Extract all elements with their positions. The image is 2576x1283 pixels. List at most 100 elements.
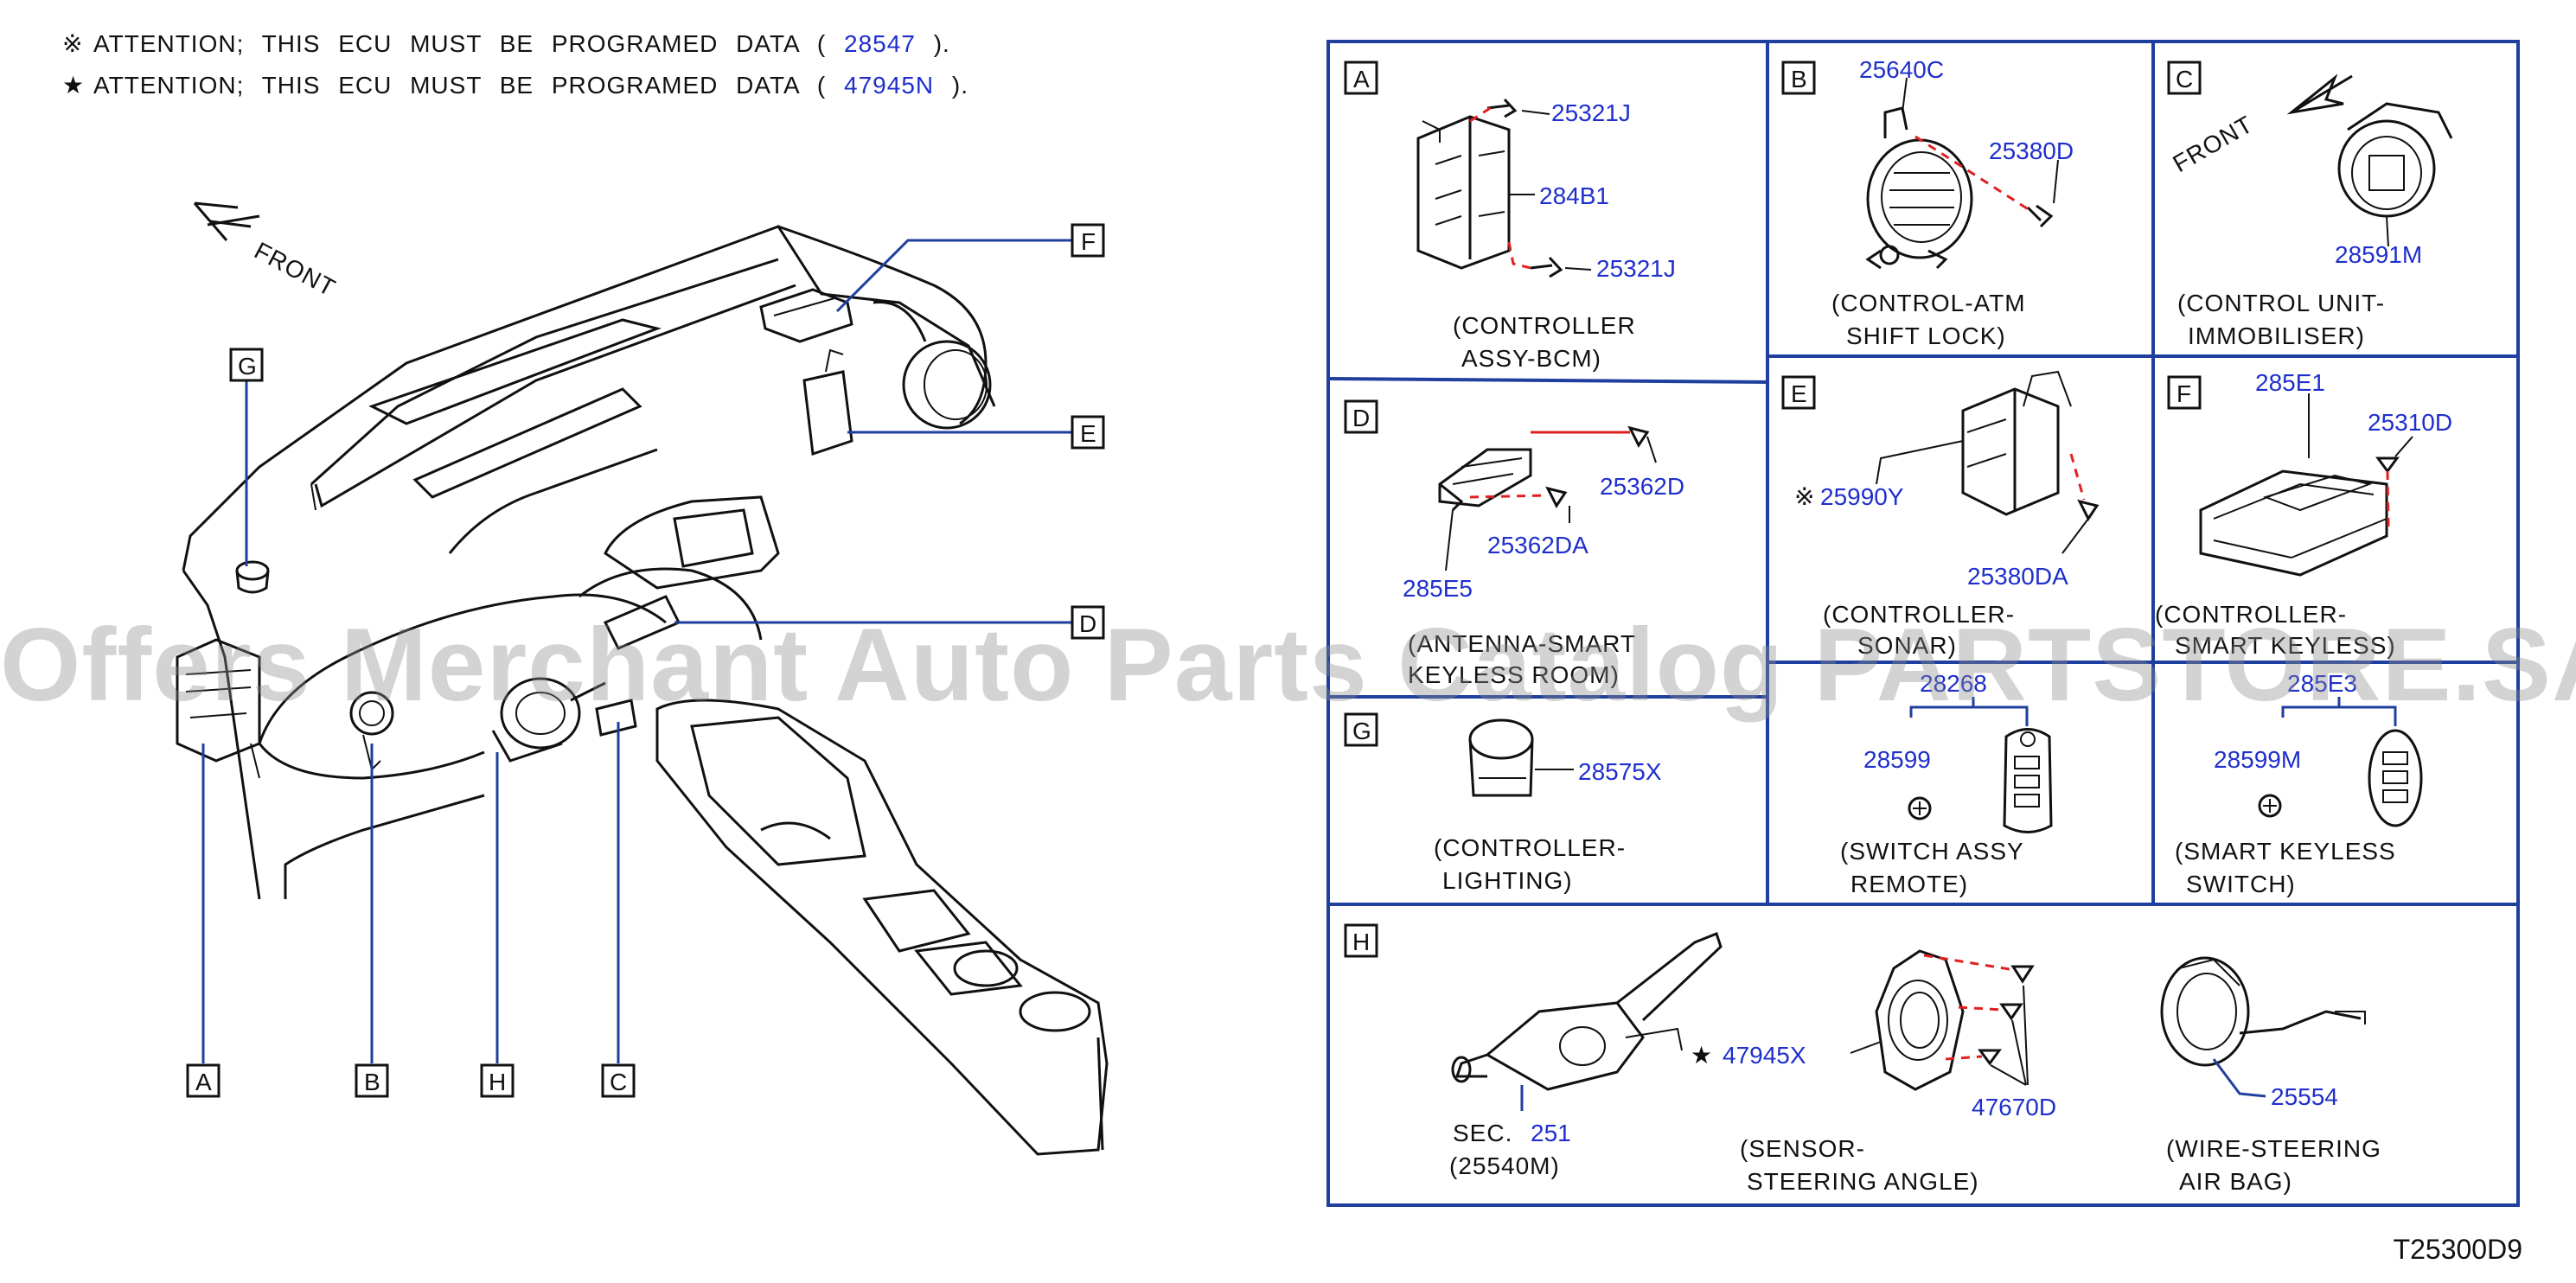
- screw-icon: [1999, 1003, 2023, 1021]
- panel-remote-switch: 28268 28599 (SWITCH ASSY REMOTE): [1840, 670, 2053, 897]
- part-47945x[interactable]: 47945X: [1723, 1042, 1806, 1069]
- part-285e1[interactable]: 285E1: [2255, 369, 2325, 396]
- svg-text:KEYLESS ROOM): KEYLESS ROOM): [1408, 661, 1620, 688]
- panel-smart-key-switch: 285E3 28599M (SMART KEYLESS SWITCH): [2175, 670, 2423, 897]
- screw-icon: [2010, 965, 2035, 984]
- panel-d: D 25362D 25362DA 285E5 (ANTENNA-SMART KE…: [1344, 399, 1684, 688]
- callout-h[interactable]: H: [480, 1063, 515, 1098]
- svg-text:F: F: [1081, 228, 1096, 255]
- part-28268[interactable]: 28268: [1920, 670, 1987, 697]
- callout-e[interactable]: E: [1071, 415, 1105, 450]
- svg-text:(CONTROL-ATM: (CONTROL-ATM: [1831, 290, 2026, 316]
- svg-text:LIGHTING): LIGHTING): [1442, 867, 1573, 894]
- callout-f[interactable]: F: [1071, 223, 1105, 258]
- part-25310d[interactable]: 25310D: [2368, 409, 2452, 436]
- part-25321j-top[interactable]: 25321J: [1551, 99, 1631, 126]
- lighting-controller-icon: [1468, 718, 1534, 797]
- antenna-smart-keyless-icon: [1438, 448, 1532, 512]
- svg-text:B: B: [1791, 66, 1807, 93]
- svg-text:(CONTROLLER-: (CONTROLLER-: [2155, 601, 2347, 628]
- svg-text:B: B: [364, 1069, 380, 1095]
- svg-text:(ANTENNA-SMART: (ANTENNA-SMART: [1408, 630, 1636, 657]
- front-label: FRONT: [250, 237, 340, 302]
- shift-lock-controller-icon: [1865, 106, 1973, 270]
- svg-text:SEC.: SEC.: [1453, 1120, 1512, 1146]
- panel-a-label-box: [1344, 61, 1378, 95]
- svg-text:F: F: [2176, 380, 2191, 407]
- spiral-cable-icon: [2160, 956, 2366, 1067]
- note-bcm-code[interactable]: 28547: [844, 30, 916, 57]
- screw-icon: [1978, 1049, 2002, 1066]
- smart-keyless-controller-unit-icon: [2199, 469, 2388, 577]
- svg-text:IMMOBILISER): IMMOBILISER): [2188, 322, 2365, 349]
- svg-text:STEERING ANGLE): STEERING ANGLE): [1747, 1168, 1979, 1195]
- parts-grid: [1326, 40, 2520, 1207]
- part-25554[interactable]: 25554: [2271, 1083, 2338, 1110]
- part-28599m[interactable]: 28599M: [2214, 746, 2301, 773]
- svg-text:SMART KEYLESS): SMART KEYLESS): [2175, 632, 2396, 659]
- part-25380d[interactable]: 25380D: [1989, 137, 2074, 164]
- svg-text:(CONTROL UNIT-: (CONTROL UNIT-: [2177, 290, 2385, 316]
- part-47670d[interactable]: 47670D: [1972, 1094, 2056, 1120]
- part-285e3[interactable]: 285E3: [2287, 670, 2357, 697]
- screw-icon: [2077, 499, 2100, 521]
- svg-text:SHIFT LOCK): SHIFT LOCK): [1846, 322, 2006, 349]
- svg-text:AIR BAG): AIR BAG): [2179, 1168, 2292, 1195]
- coin-battery-icon: [1908, 796, 1932, 820]
- part-284b1[interactable]: 284B1: [1539, 182, 1609, 209]
- svg-text:A: A: [1353, 66, 1370, 93]
- svg-text:(SWITCH ASSY: (SWITCH ASSY: [1840, 838, 2024, 865]
- panel-b: B 25640C 25380D (CONTROL-ATM SHIFT LOCK): [1781, 56, 2074, 349]
- svg-text:(25540M): (25540M): [1449, 1152, 1560, 1179]
- svg-text:E: E: [1080, 420, 1096, 447]
- screw-icon: [2026, 204, 2054, 228]
- svg-text:(SMART KEYLESS: (SMART KEYLESS: [2175, 838, 2396, 865]
- front-arrow-icon: [193, 201, 260, 241]
- screw-icon: [2375, 456, 2400, 474]
- part-28575x[interactable]: 28575X: [1578, 758, 1662, 785]
- immobiliser-unit-icon: [2337, 102, 2453, 218]
- note-bcm: ※ATTENTION; THIS ECU MUST BE PROGRAMED D…: [62, 30, 950, 57]
- smart-key-fob-icon: [2368, 729, 2423, 827]
- front-label-c: FRONT: [2169, 111, 2258, 178]
- panel-f: F 285E1 25310D (CONTROLLER- SMART KEYLES…: [2155, 369, 2452, 659]
- part-28591m[interactable]: 28591M: [2335, 241, 2422, 268]
- svg-text:D: D: [1352, 405, 1370, 431]
- svg-text:ASSY-BCM): ASSY-BCM): [1461, 345, 1601, 372]
- screw-icon: [1530, 256, 1563, 278]
- immobiliser-icon: [595, 699, 637, 737]
- svg-text:C: C: [610, 1069, 627, 1095]
- svg-text:H: H: [1352, 929, 1370, 955]
- steering-angle-sensor-icon: [1875, 949, 1965, 1091]
- part-25362d[interactable]: 25362D: [1600, 473, 1684, 500]
- svg-text:D: D: [1079, 610, 1096, 637]
- callout-g[interactable]: G: [229, 348, 264, 382]
- part-25640c[interactable]: 25640C: [1859, 56, 1944, 83]
- combination-switch-icon: [1451, 932, 1723, 1091]
- svg-text:(SENSOR-: (SENSOR-: [1740, 1135, 1865, 1162]
- callout-d[interactable]: D: [1071, 605, 1105, 640]
- svg-text:(CONTROLLER-: (CONTROLLER-: [1823, 601, 2015, 628]
- part-285e5[interactable]: 285E5: [1403, 575, 1473, 602]
- callout-a[interactable]: A: [186, 1063, 221, 1098]
- svg-text:C: C: [2176, 66, 2193, 93]
- steering-mark: ★: [1691, 1042, 1712, 1069]
- sonar-mark: ※: [1794, 483, 1814, 510]
- svg-text:(WIRE-STEERING: (WIRE-STEERING: [2166, 1135, 2381, 1162]
- panel-e: E ※ 25990Y 25380DA (CONTROLLER- SONAR): [1781, 370, 2100, 659]
- note-steering-code[interactable]: 47945N: [844, 72, 935, 99]
- screw-icon: [1545, 486, 1568, 508]
- part-25990y[interactable]: 25990Y: [1820, 483, 1904, 510]
- diagram-code: T25300D9: [2393, 1234, 2522, 1265]
- part-28599[interactable]: 28599: [1863, 746, 1931, 773]
- callout-b[interactable]: B: [355, 1063, 389, 1098]
- part-25362da[interactable]: 25362DA: [1487, 532, 1588, 559]
- svg-text:G: G: [238, 353, 257, 380]
- sec-251-link[interactable]: 251: [1531, 1120, 1571, 1146]
- part-25380da[interactable]: 25380DA: [1967, 563, 2068, 590]
- screw-icon: [1627, 425, 1650, 448]
- callout-c[interactable]: C: [601, 1063, 636, 1098]
- svg-text:REMOTE): REMOTE): [1851, 871, 1968, 897]
- part-25321j-bottom[interactable]: 25321J: [1596, 255, 1676, 282]
